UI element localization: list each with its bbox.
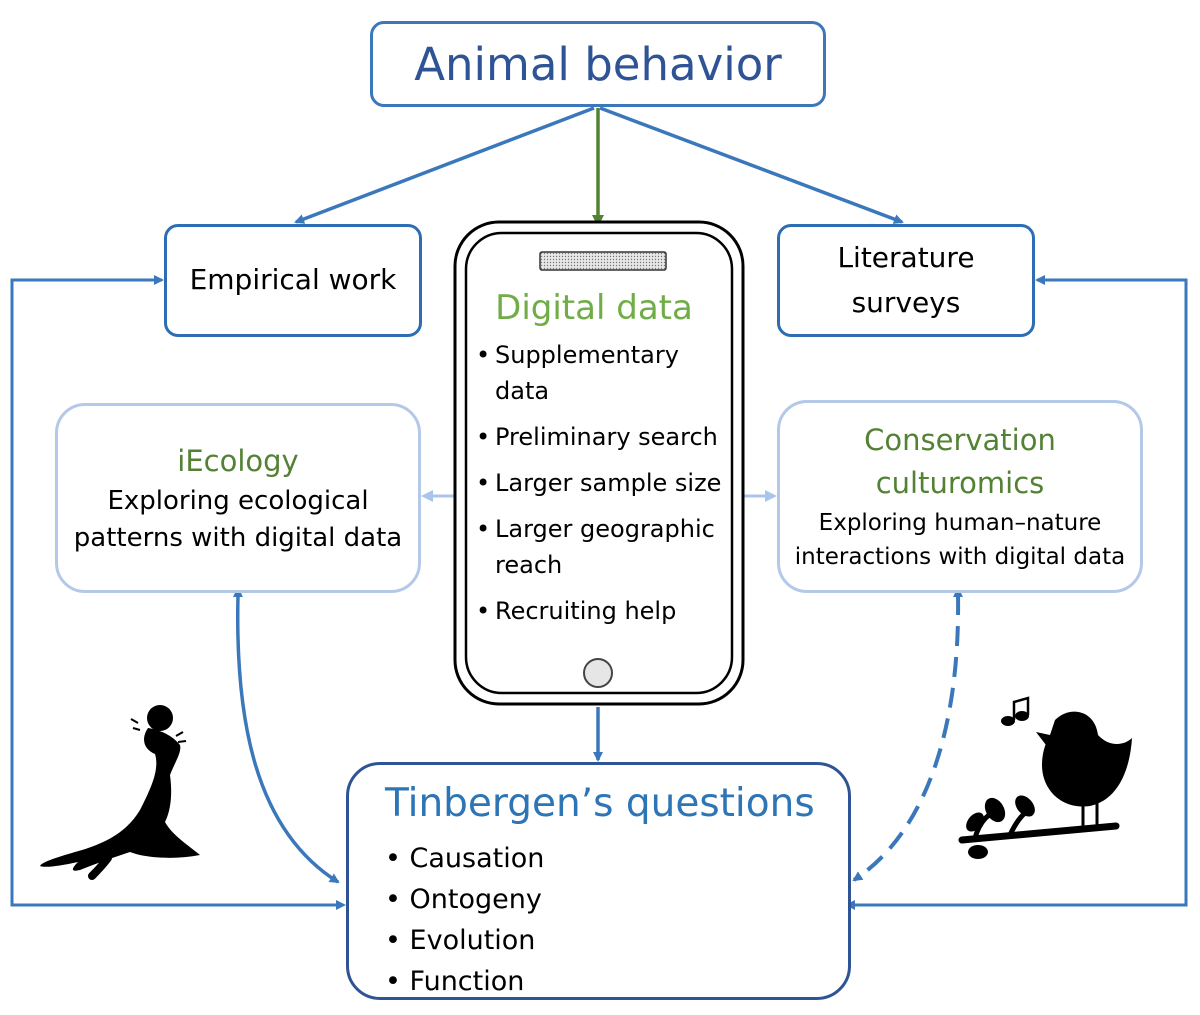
bird-icon [958,711,1132,859]
literature-surveys-box: Literature surveys [777,224,1035,337]
digital-data-item: •Preliminary search [476,419,726,455]
conservation-culturomics-box: Conservation culturomics Exploring human… [777,400,1143,593]
iecology-box: iEcology Exploring ecological patterns w… [55,403,421,593]
empirical-work-label: Empirical work [189,263,397,297]
arrow-animal-to-empirical [294,106,595,224]
arrow-animal-to-literature [599,106,904,224]
tinbergen-item: • Causation [385,842,545,874]
iecology-desc-2: patterns with digital data [73,522,403,553]
bullet: • [476,468,491,497]
loop-right [845,275,1188,910]
conservation-title-1: Conservation [864,422,1056,457]
tinbergen-item: • Evolution [385,924,536,956]
animal-behavior-box: Animal behavior [370,21,826,107]
seal-icon [40,705,200,880]
empirical-work-box: Empirical work [164,224,422,337]
tinbergen-item: • Function [385,965,525,997]
loop-left [10,275,346,910]
arrow-iecology-tinbergen [232,587,340,884]
bullet: • [476,596,491,625]
arrow-conservation-tinbergen [852,587,964,882]
phone-icon [453,220,745,706]
animal-behavior-title: Animal behavior [414,37,782,91]
literature-line-1: Literature [837,240,975,274]
digital-data-item: •Recruiting help [476,593,726,629]
conservation-desc-1: Exploring human–nature [818,509,1102,536]
digital-data-title: Digital data [495,288,693,328]
literature-line-2: surveys [851,285,961,319]
conservation-desc-2: interactions with digital data [794,544,1126,570]
music-note-icon [1001,696,1030,726]
iecology-title: iEcology [177,443,299,478]
tinbergen-item: • Ontogeny [385,883,542,915]
tinbergen-questions-box: Tinbergen’s questions • Causation • Onto… [346,762,851,1000]
digital-data-item: •Larger sample size [476,465,726,501]
conservation-title-2: culturomics [875,466,1045,500]
iecology-desc-1: Exploring ecological [107,486,369,517]
bullet: • [476,514,491,543]
digital-data-panel: Digital data •Supplementary data •Prelim… [476,288,726,639]
bullet: • [476,340,491,369]
tinbergen-title: Tinbergen’s questions [385,781,815,826]
digital-data-item: •Supplementary data [476,337,726,409]
bullet: • [476,422,491,451]
digital-data-item: •Larger geographic reach [476,511,726,583]
